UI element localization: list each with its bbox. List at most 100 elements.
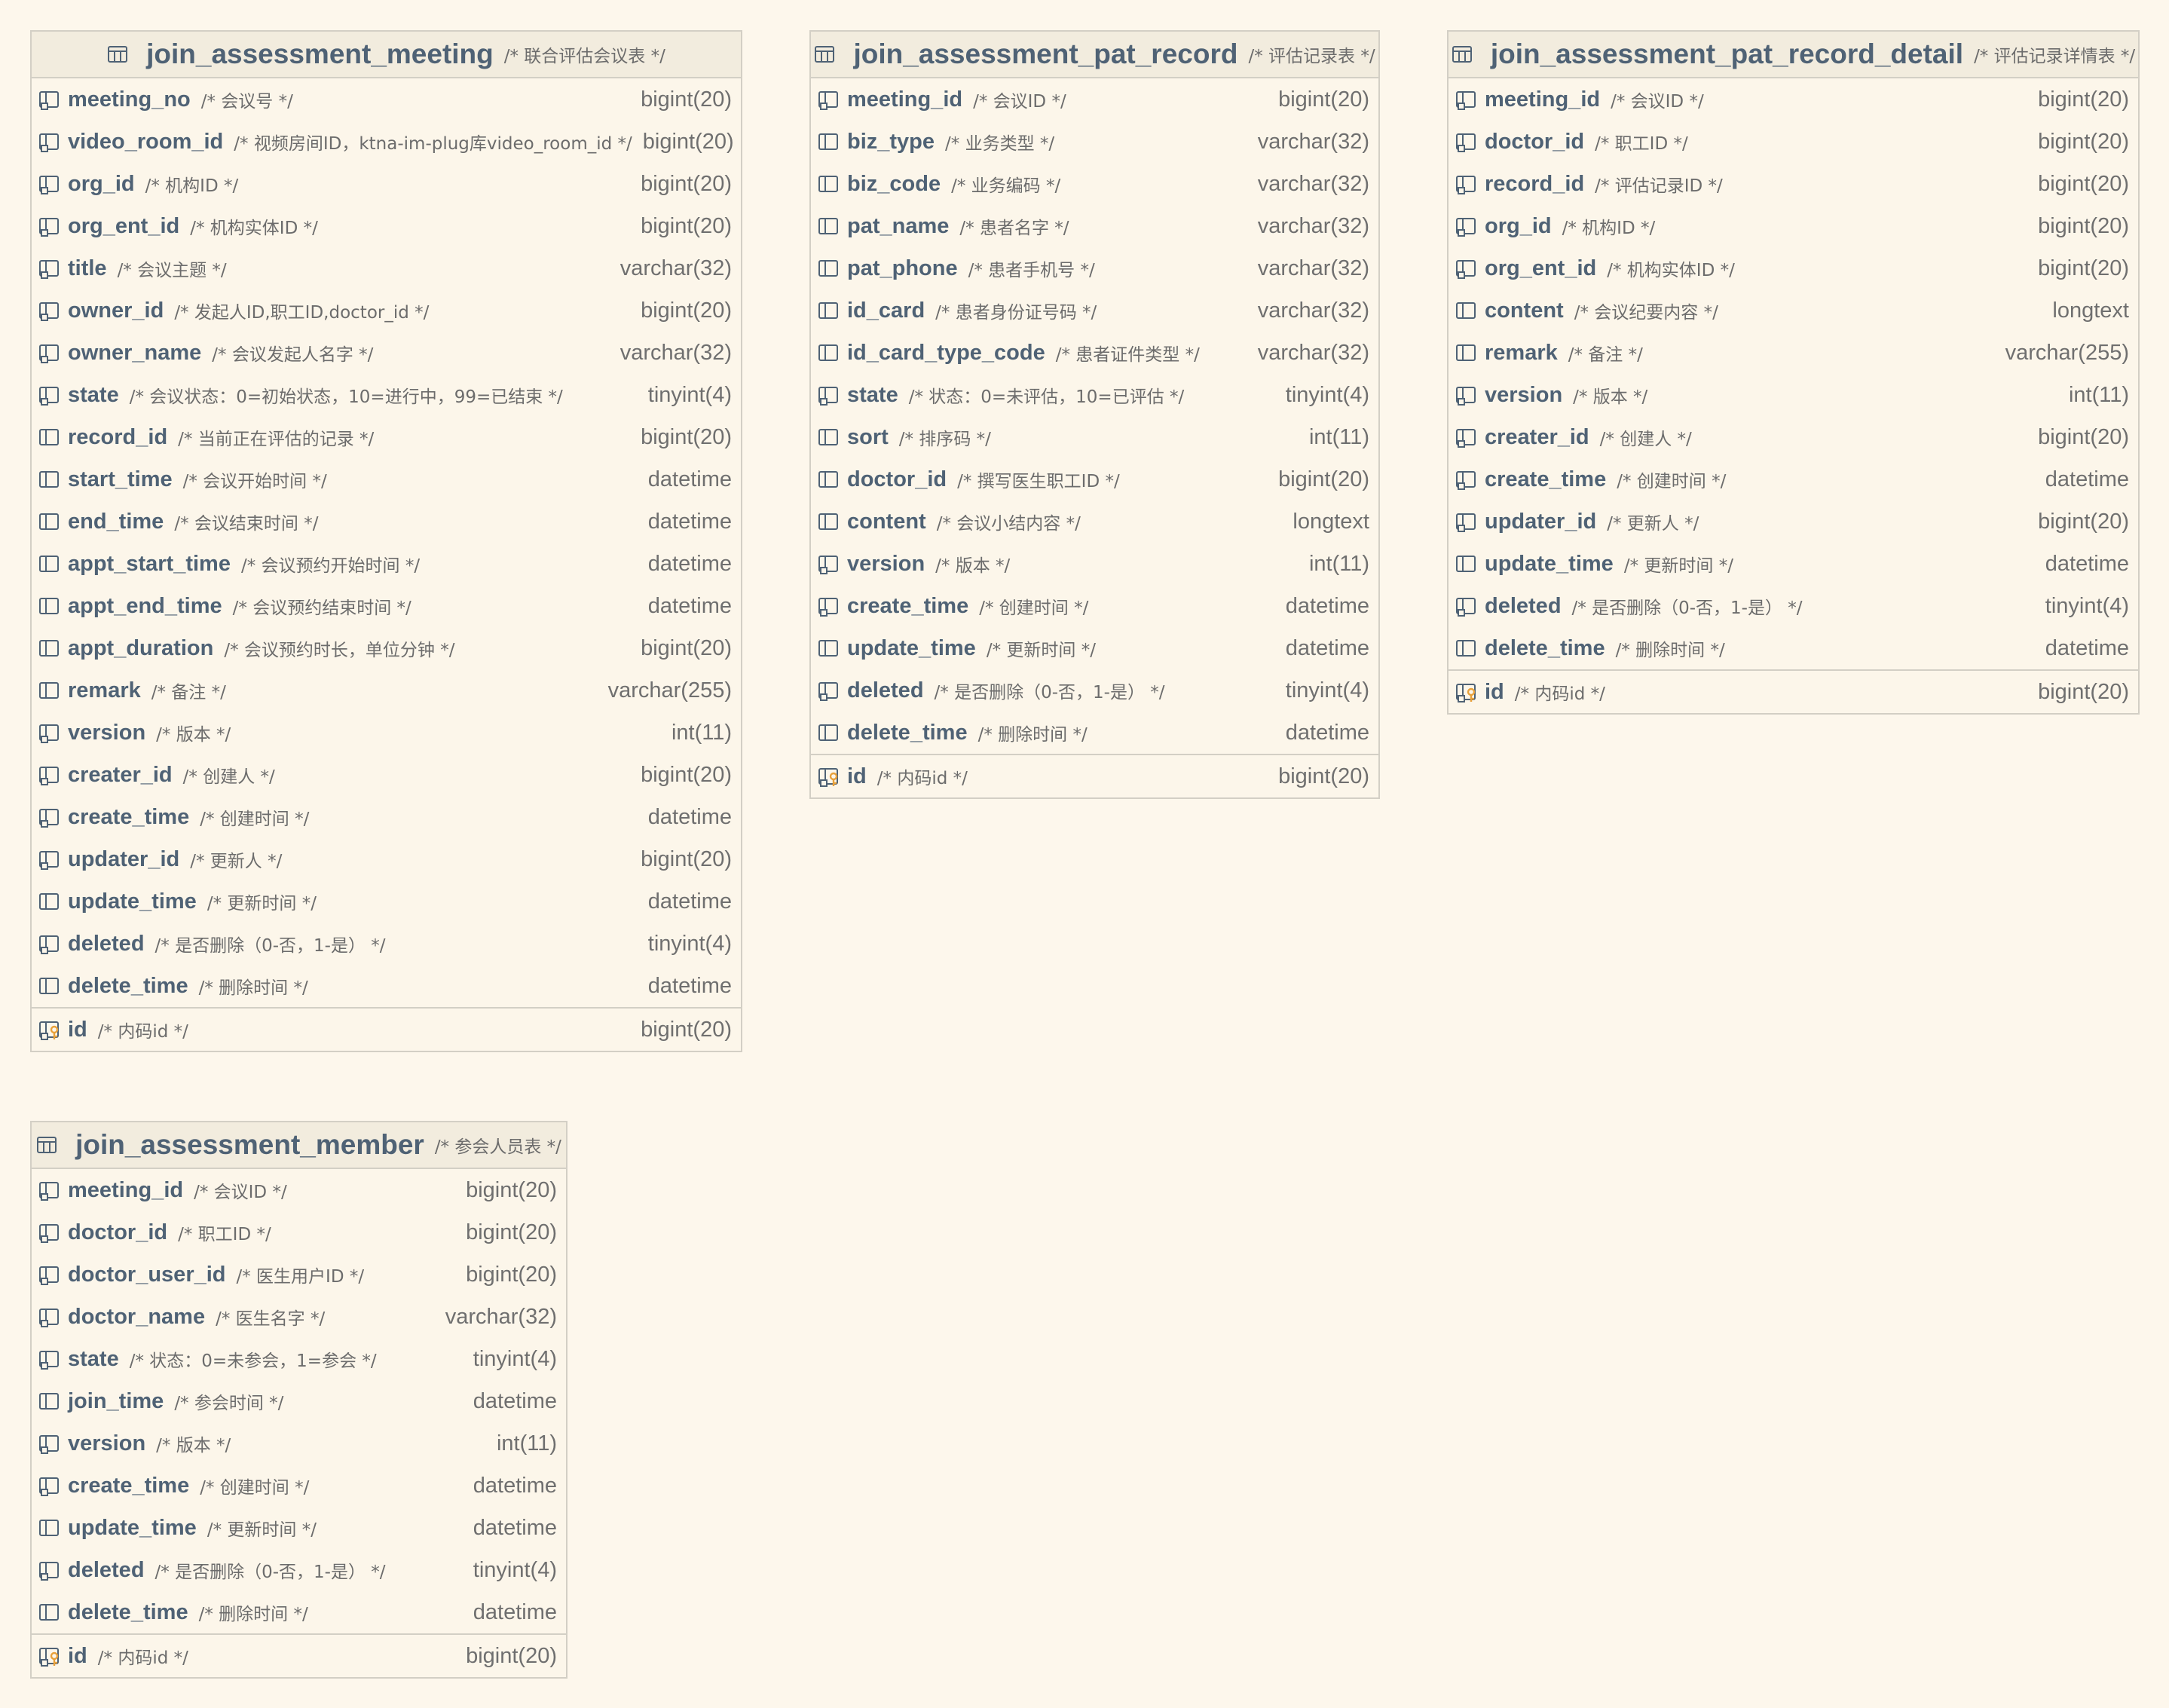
column-row[interactable]: updater_id/* 更新人 */bigint(20) xyxy=(1449,500,2138,543)
column-row[interactable]: create_time/* 创建时间 */datetime xyxy=(32,1465,566,1507)
column-name: biz_code xyxy=(847,171,941,196)
column-comment: /* 会议小结内容 */ xyxy=(936,514,1081,534)
column-row[interactable]: remark/* 备注 */varchar(255) xyxy=(32,669,741,712)
column-name: id xyxy=(847,764,867,788)
primary-key-row[interactable]: id/* 内码id */bigint(20) xyxy=(32,1007,741,1051)
column-row[interactable]: deleted/* 是否删除（0-否，1-是） */tinyint(4) xyxy=(32,923,741,965)
column-row[interactable]: doctor_id/* 撰写医生职工ID */bigint(20) xyxy=(811,458,1378,500)
column-comment: /* 排序码 */ xyxy=(898,430,991,449)
column-row[interactable]: org_id/* 机构ID */bigint(20) xyxy=(1449,205,2138,247)
column-row[interactable]: version/* 版本 */int(11) xyxy=(1449,374,2138,416)
column-row[interactable]: owner_id/* 发起人ID,职工ID,doctor_id */bigint… xyxy=(32,289,741,332)
column-row[interactable]: state/* 会议状态：0=初始状态，10=进行中，99=已结束 */tiny… xyxy=(32,374,741,416)
column-row[interactable]: state/* 状态：0=未参会，1=参会 */tinyint(4) xyxy=(32,1338,566,1380)
column-row[interactable]: title/* 会议主题 */varchar(32) xyxy=(32,247,741,289)
column-name: doctor_user_id xyxy=(68,1262,226,1287)
table-join-assessment-member[interactable]: join_assessment_member /* 参会人员表 */ meeti… xyxy=(30,1121,567,1679)
column-row[interactable]: meeting_id/* 会议ID */bigint(20) xyxy=(1449,78,2138,121)
primary-key-row[interactable]: id/* 内码id */bigint(20) xyxy=(1449,669,2138,713)
column-type: datetime xyxy=(647,804,732,829)
column-row[interactable]: deleted/* 是否删除（0-否，1-是） */tinyint(4) xyxy=(811,669,1378,712)
column-comment: /* 是否删除（0-否，1-是） */ xyxy=(934,683,1165,702)
column-row[interactable]: org_ent_id/* 机构实体ID */bigint(20) xyxy=(32,205,741,247)
primary-key-row[interactable]: id/* 内码id */bigint(20) xyxy=(32,1633,566,1677)
column-notnull-icon xyxy=(1455,88,1477,111)
column-name: biz_type xyxy=(847,129,935,154)
primary-key-row[interactable]: id/* 内码id */bigint(20) xyxy=(811,754,1378,797)
column-type: tinyint(4) xyxy=(647,382,732,407)
column-row[interactable]: meeting_no/* 会议号 */bigint(20) xyxy=(32,78,741,121)
column-row[interactable]: video_room_id/* 视频房间ID，ktna-im-plug库vide… xyxy=(32,121,741,163)
column-name: org_id xyxy=(1485,213,1552,238)
table-name: join_assessment_pat_record xyxy=(853,38,1238,69)
column-type: int(11) xyxy=(2068,382,2129,407)
column-row[interactable]: record_id/* 评估记录ID */bigint(20) xyxy=(1449,163,2138,205)
column-icon xyxy=(817,510,840,533)
table-join-assessment-meeting[interactable]: join_assessment_meeting /* 联合评估会议表 */ me… xyxy=(30,30,742,1052)
column-row[interactable]: update_time/* 更新时间 */datetime xyxy=(1449,543,2138,585)
column-row[interactable]: start_time/* 会议开始时间 */datetime xyxy=(32,458,741,500)
column-row[interactable]: appt_start_time/* 会议预约开始时间 */datetime xyxy=(32,543,741,585)
column-row[interactable]: biz_type/* 业务类型 */varchar(32) xyxy=(811,121,1378,163)
column-row[interactable]: deleted/* 是否删除（0-否，1-是） */tinyint(4) xyxy=(1449,585,2138,627)
column-row[interactable]: content/* 会议小结内容 */longtext xyxy=(811,500,1378,543)
table-join-assessment-pat-record-detail[interactable]: join_assessment_pat_record_detail /* 评估记… xyxy=(1447,30,2140,715)
column-row[interactable]: deleted/* 是否删除（0-否，1-是） */tinyint(4) xyxy=(32,1549,566,1591)
column-row[interactable]: meeting_id/* 会议ID */bigint(20) xyxy=(32,1169,566,1211)
primary-key-icon xyxy=(38,1018,60,1041)
column-row[interactable]: sort/* 排序码 */int(11) xyxy=(811,416,1378,458)
table-header[interactable]: join_assessment_member /* 参会人员表 */ xyxy=(32,1122,566,1169)
column-notnull-icon xyxy=(817,595,840,617)
column-row[interactable]: record_id/* 当前正在评估的记录 */bigint(20) xyxy=(32,416,741,458)
column-row[interactable]: create_time/* 创建时间 */datetime xyxy=(1449,458,2138,500)
column-row[interactable]: creater_id/* 创建人 */bigint(20) xyxy=(1449,416,2138,458)
column-row[interactable]: doctor_name/* 医生名字 */varchar(32) xyxy=(32,1296,566,1338)
column-row[interactable]: delete_time/* 删除时间 */datetime xyxy=(1449,627,2138,669)
column-row[interactable]: appt_duration/* 会议预约时长，单位分钟 */bigint(20) xyxy=(32,627,741,669)
column-row[interactable]: version/* 版本 */int(11) xyxy=(32,712,741,754)
column-row[interactable]: delete_time/* 删除时间 */datetime xyxy=(32,1591,566,1633)
column-row[interactable]: org_ent_id/* 机构实体ID */bigint(20) xyxy=(1449,247,2138,289)
column-row[interactable]: pat_name/* 患者名字 */varchar(32) xyxy=(811,205,1378,247)
column-row[interactable]: remark/* 备注 */varchar(255) xyxy=(1449,332,2138,374)
column-row[interactable]: delete_time/* 删除时间 */datetime xyxy=(32,965,741,1007)
column-name: deleted xyxy=(1485,593,1562,618)
column-row[interactable]: id_card_type_code/* 患者证件类型 */varchar(32) xyxy=(811,332,1378,374)
column-row[interactable]: update_time/* 更新时间 */datetime xyxy=(32,1507,566,1549)
column-type: varchar(32) xyxy=(1257,213,1369,238)
column-row[interactable]: biz_code/* 业务编码 */varchar(32) xyxy=(811,163,1378,205)
table-header[interactable]: join_assessment_pat_record_detail /* 评估记… xyxy=(1449,32,2138,78)
column-row[interactable]: create_time/* 创建时间 */datetime xyxy=(811,585,1378,627)
column-row[interactable]: appt_end_time/* 会议预约结束时间 */datetime xyxy=(32,585,741,627)
column-row[interactable]: owner_name/* 会议发起人名字 */varchar(32) xyxy=(32,332,741,374)
column-notnull-icon xyxy=(38,1474,60,1497)
column-row[interactable]: doctor_id/* 职工ID */bigint(20) xyxy=(1449,121,2138,163)
column-row[interactable]: org_id/* 机构ID */bigint(20) xyxy=(32,163,741,205)
column-comment: /* 创建人 */ xyxy=(182,767,275,787)
column-row[interactable]: creater_id/* 创建人 */bigint(20) xyxy=(32,754,741,796)
column-type: bigint(20) xyxy=(2038,509,2129,534)
table-header[interactable]: join_assessment_pat_record /* 评估记录表 */ xyxy=(811,32,1378,78)
column-row[interactable]: updater_id/* 更新人 */bigint(20) xyxy=(32,838,741,880)
column-row[interactable]: content/* 会议纪要内容 */longtext xyxy=(1449,289,2138,332)
column-row[interactable]: update_time/* 更新时间 */datetime xyxy=(32,880,741,923)
column-type: bigint(20) xyxy=(641,762,732,787)
table-header[interactable]: join_assessment_meeting /* 联合评估会议表 */ xyxy=(32,32,741,78)
column-row[interactable]: meeting_id/* 会议ID */bigint(20) xyxy=(811,78,1378,121)
column-row[interactable]: state/* 状态：0=未评估，10=已评估 */tinyint(4) xyxy=(811,374,1378,416)
column-row[interactable]: doctor_user_id/* 医生用户ID */bigint(20) xyxy=(32,1253,566,1296)
column-row[interactable]: id_card/* 患者身份证号码 */varchar(32) xyxy=(811,289,1378,332)
column-row[interactable]: delete_time/* 删除时间 */datetime xyxy=(811,712,1378,754)
column-row[interactable]: version/* 版本 */int(11) xyxy=(811,543,1378,585)
column-comment: /* 机构ID */ xyxy=(1562,219,1656,238)
column-comment: /* 版本 */ xyxy=(156,1436,231,1455)
table-join-assessment-pat-record[interactable]: join_assessment_pat_record /* 评估记录表 */ m… xyxy=(809,30,1380,799)
column-comment: /* 业务编码 */ xyxy=(951,176,1061,196)
column-row[interactable]: create_time/* 创建时间 */datetime xyxy=(32,796,741,838)
column-row[interactable]: end_time/* 会议结束时间 */datetime xyxy=(32,500,741,543)
column-row[interactable]: update_time/* 更新时间 */datetime xyxy=(811,627,1378,669)
column-row[interactable]: version/* 版本 */int(11) xyxy=(32,1422,566,1465)
column-row[interactable]: doctor_id/* 职工ID */bigint(20) xyxy=(32,1211,566,1253)
column-row[interactable]: pat_phone/* 患者手机号 */varchar(32) xyxy=(811,247,1378,289)
column-row[interactable]: join_time/* 参会时间 */datetime xyxy=(32,1380,566,1422)
